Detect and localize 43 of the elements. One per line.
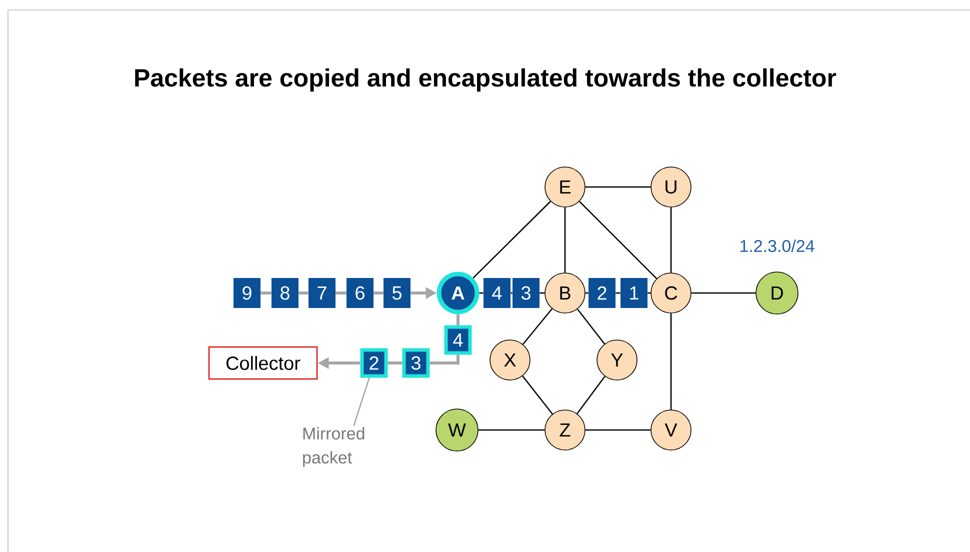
link-line [522, 376, 553, 414]
link-line [616, 292, 620, 294]
link-line [576, 376, 606, 414]
packet-box: 3 [512, 278, 540, 308]
network-prefix-label: 1.2.3.0/24 [740, 240, 814, 252]
link-line [298, 292, 308, 294]
packet-box: 1 [620, 278, 648, 308]
link-line [260, 292, 272, 294]
link-line [430, 354, 460, 364]
mirrored-packet-box: 4 [444, 325, 472, 355]
mirrored-packet-box: 2 [360, 348, 388, 378]
link-line [585, 186, 651, 188]
packet-box: 6 [346, 278, 374, 308]
link-line [456, 314, 460, 326]
link-line [670, 207, 672, 273]
link-line [578, 200, 658, 280]
mirrored-packet-box: 3 [402, 348, 430, 378]
link-line [540, 292, 545, 294]
packet-box: 9 [234, 278, 260, 308]
packet-box: 5 [384, 278, 410, 308]
link-line [648, 292, 651, 294]
packet-box: 8 [272, 278, 298, 308]
link-line [388, 362, 402, 364]
link-line [522, 308, 553, 345]
annotation-text: Mirrored packet [303, 427, 364, 467]
packet-box: 2 [588, 278, 616, 308]
link-line [374, 292, 384, 294]
link-line [472, 200, 551, 279]
link-line [691, 292, 756, 294]
link-line [577, 308, 606, 344]
packet-box: 7 [308, 278, 336, 308]
leader-line [353, 378, 370, 426]
link-line [336, 292, 346, 294]
link-line [479, 292, 484, 294]
title: Packets are copied and encapsulated towards the collector [135, 68, 836, 92]
link-line [478, 429, 545, 431]
link-line [670, 313, 672, 410]
collector-box: Collector [208, 346, 318, 380]
link-line [510, 292, 512, 294]
link-line [585, 429, 651, 431]
link-line [564, 207, 566, 273]
packet-box: 4 [484, 278, 510, 308]
link-line [585, 292, 588, 294]
